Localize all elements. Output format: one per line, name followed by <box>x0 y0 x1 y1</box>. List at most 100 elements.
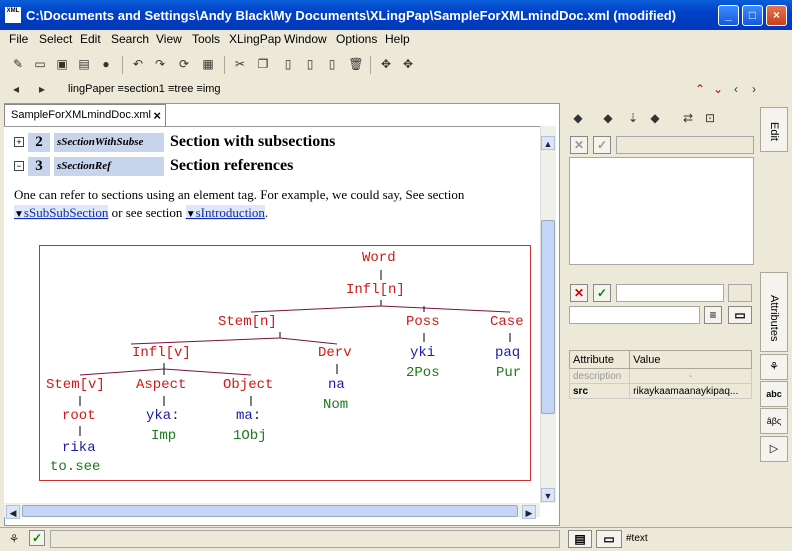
open-icon[interactable]: ▭ <box>34 57 46 71</box>
section-title[interactable]: Section with subsections <box>170 133 336 150</box>
next-sibling-icon[interactable]: › <box>752 82 756 96</box>
expand-icon[interactable]: + <box>14 137 24 147</box>
scroll-down-icon[interactable]: ▼ <box>541 488 555 502</box>
current-node-label: #text <box>626 533 648 544</box>
previous-sibling-icon[interactable]: ‹ <box>734 82 738 96</box>
tree-gloss: Nom <box>323 397 349 413</box>
tree-gloss: 2Pos <box>406 365 440 381</box>
menu-select[interactable]: Select <box>39 32 73 46</box>
paste-before-icon[interactable]: ▯ <box>284 57 292 71</box>
section-id[interactable]: sSectionRef <box>54 157 164 176</box>
remove-attribute-button[interactable]: ✕ <box>570 284 588 302</box>
document-tab-label: SampleForXMLmindDoc.xml <box>11 109 151 121</box>
wrap-icon[interactable]: ⊡ <box>704 111 716 125</box>
scroll-left-icon[interactable]: ◀ <box>6 505 20 519</box>
tree-morpheme: na <box>328 377 345 393</box>
collapse-icon[interactable]: − <box>14 161 24 171</box>
menu-tools[interactable]: Tools <box>192 32 221 46</box>
paste-after-icon[interactable]: ▯ <box>328 57 336 71</box>
paragraph-text: . <box>264 205 269 220</box>
menu-options[interactable]: Options <box>336 32 378 46</box>
tree-image[interactable]: Word Infl[n] Stem[n] Poss Case Infl[v] D… <box>39 245 531 481</box>
element-list[interactable] <box>569 157 754 265</box>
horizontal-scroll-thumb[interactable] <box>22 505 518 517</box>
save-as-icon[interactable]: ▤ <box>78 57 90 71</box>
tab-attributes[interactable]: Attributes <box>760 272 788 352</box>
attribute-column-header[interactable]: Attribute <box>568 350 631 369</box>
select-parent-icon[interactable]: ⌃ <box>694 82 706 96</box>
close-tab-icon[interactable]: × <box>153 108 161 123</box>
undo-icon[interactable]: ↶ <box>132 57 144 71</box>
save-icon[interactable]: ▣ <box>56 57 68 71</box>
scroll-right-icon[interactable]: ▶ <box>522 505 536 519</box>
insert-into-icon[interactable]: ⇣ <box>627 111 639 125</box>
attribute-name-field[interactable] <box>616 284 724 302</box>
tree-morpheme: paq <box>495 345 521 361</box>
section-ref-link[interactable]: ▼sSubSubSection <box>14 205 109 220</box>
tree-node: Infl[v] <box>132 345 191 361</box>
menu-search[interactable]: Search <box>111 32 150 46</box>
tab-characters-icon[interactable]: âβς <box>760 408 788 434</box>
section-id[interactable]: sSectionWithSubse <box>54 133 164 152</box>
back-icon[interactable]: ◂ <box>12 82 20 96</box>
forward-icon[interactable]: ▸ <box>38 82 46 96</box>
paragraph[interactable]: One can refer to sections using an eleme… <box>14 186 534 224</box>
scroll-up-icon[interactable]: ▲ <box>541 136 555 150</box>
tree-lines <box>79 270 511 436</box>
toolbar: ✎ ▭ ▣ ▤ ● ↶ ↷ ⟳ ▦ ✂ ❐ ▯ ▯ ▯ 🗑 ✥ ✥ <box>0 52 792 78</box>
copy-icon[interactable]: ❐ <box>257 57 269 71</box>
close-button[interactable]: × <box>766 5 787 26</box>
breadcrumb[interactable]: lingPaper ≡section1 ≡tree ≡img <box>68 83 221 95</box>
split-icon[interactable]: ✥ <box>402 57 414 71</box>
value-column-header[interactable]: Value <box>629 350 752 369</box>
tree-node: Stem[n] <box>218 314 277 330</box>
attribute-name: src <box>568 383 631 399</box>
tree-node: Poss <box>406 314 440 330</box>
menu-xlingpap[interactable]: XLingPap <box>229 32 282 46</box>
paste-icon[interactable]: ▯ <box>306 57 314 71</box>
validity-icon[interactable]: ✓ <box>29 530 45 546</box>
join-icon[interactable]: ✥ <box>380 57 392 71</box>
section-title[interactable]: Section references <box>170 157 294 174</box>
maximize-button[interactable]: □ <box>742 5 763 26</box>
command-icon[interactable]: ▦ <box>202 57 214 71</box>
attribute-list-icon[interactable]: ≡ <box>704 306 722 324</box>
table-row[interactable]: src rikaykaamaanaykipaq... <box>568 383 752 399</box>
attribute-value-field[interactable] <box>569 306 700 324</box>
redo-icon[interactable]: ↷ <box>154 57 166 71</box>
delete-icon[interactable]: 🗑 <box>348 57 364 71</box>
cut-icon[interactable]: ✂ <box>234 57 246 71</box>
status-tree-icon[interactable]: ⚘ <box>8 532 20 546</box>
globe-icon[interactable]: ● <box>102 57 110 71</box>
menu-help[interactable]: Help <box>385 32 410 46</box>
menu-window[interactable]: Window <box>284 32 327 46</box>
tab-page-icon[interactable]: ▷ <box>760 436 788 462</box>
menu-edit[interactable]: Edit <box>80 32 101 46</box>
menu-file[interactable]: File <box>9 32 29 46</box>
attribute-dropdown[interactable] <box>728 284 752 302</box>
cancel-edit-button[interactable]: ✕ <box>570 136 588 154</box>
tab-tree-view-icon[interactable]: ⚘ <box>760 354 788 380</box>
repeat-icon[interactable]: ⟳ <box>178 57 190 71</box>
menu-view[interactable]: View <box>156 32 182 46</box>
insert-before-icon[interactable]: ◆ <box>573 111 583 125</box>
set-attribute-button[interactable]: ✓ <box>593 284 611 302</box>
insert-icon[interactable]: ◆ <box>603 111 613 125</box>
apply-edit-button[interactable]: ✓ <box>593 136 611 154</box>
minimize-button[interactable]: _ <box>718 5 739 26</box>
clipboard-icon[interactable]: ▤ <box>568 530 592 548</box>
convert-icon[interactable]: ⇄ <box>682 111 694 125</box>
tab-spell-icon[interactable]: abc <box>760 381 788 407</box>
document-tab[interactable]: SampleForXMLmindDoc.xml × <box>4 104 166 126</box>
attribute-menu-icon[interactable]: ▭ <box>728 306 752 324</box>
vertical-scroll-thumb[interactable] <box>541 220 555 414</box>
table-row[interactable]: description - <box>568 368 752 384</box>
attribute-table[interactable]: Attribute Value description - src rikayk… <box>568 350 752 399</box>
tab-edit[interactable]: Edit <box>760 107 788 152</box>
edit-field[interactable] <box>616 136 754 154</box>
new-document-icon[interactable]: ✎ <box>12 57 24 71</box>
node-menu-icon[interactable]: ▭ <box>596 530 622 548</box>
section-ref-link[interactable]: ▼sIntroduction <box>185 205 265 220</box>
select-child-icon[interactable]: ⌄ <box>712 82 724 96</box>
insert-after-icon[interactable]: ◆ <box>650 111 660 125</box>
